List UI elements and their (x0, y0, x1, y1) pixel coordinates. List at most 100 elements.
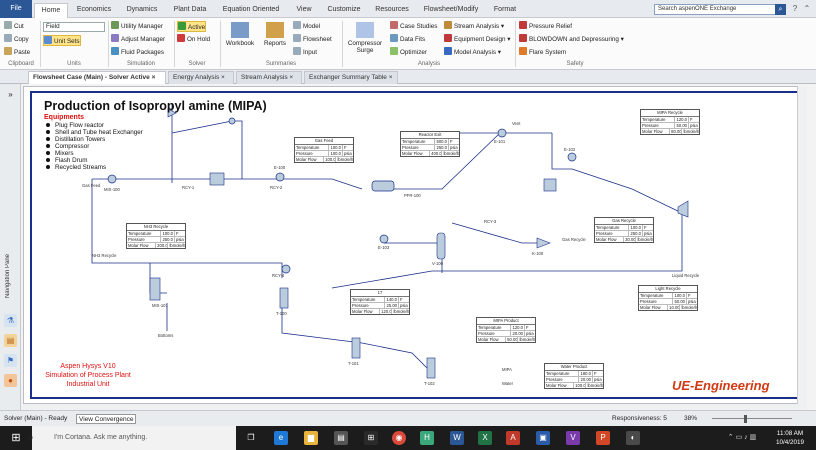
copy-button[interactable]: Copy (4, 34, 29, 45)
tab-file[interactable]: File (0, 0, 32, 18)
responsiveness-value[interactable]: Responsiveness: 5 (612, 415, 667, 422)
navigation-pane-label[interactable]: Navigation Pane (5, 254, 11, 299)
stream-label[interactable]: RCY-4 (272, 273, 285, 278)
solver-on-hold-button[interactable]: On Hold (177, 34, 210, 45)
search-input[interactable]: Search aspenONE Exchange (654, 4, 786, 15)
acrobat-icon[interactable]: A (506, 431, 520, 445)
hysys-icon[interactable]: H (420, 431, 434, 445)
stream-label[interactable]: K-100 (532, 251, 544, 256)
cortana-search-input[interactable]: I'm Cortana. Ask me anything. (32, 426, 236, 450)
tab-stream-analysis[interactable]: Stream Analysis × (236, 71, 302, 84)
system-tray-icons[interactable]: ⌃ ▭ ♪ ▥ (727, 434, 757, 441)
optimizer-button[interactable]: Optimizer (390, 47, 427, 58)
utility-manager-button[interactable]: Utility Manager (111, 21, 163, 32)
stream-label[interactable]: PFR-100 (404, 193, 421, 198)
stream-label[interactable]: E-103 (378, 245, 390, 250)
tab-flowsheet-case[interactable]: Flowsheet Case (Main) - Solver Active × (28, 71, 166, 84)
case-studies-button[interactable]: Case Studies (390, 21, 437, 32)
chrome-icon[interactable]: ◉ (392, 431, 406, 445)
stream-label[interactable]: Liquid Recycle (672, 273, 700, 278)
stream-label[interactable]: T-101 (348, 361, 359, 366)
tab-view[interactable]: View (296, 6, 312, 13)
stream-label[interactable]: E-101 (494, 139, 506, 144)
equipment-design-button[interactable]: Equipment Design ▾ (444, 34, 510, 45)
tab-flowsheet-modify[interactable]: Flowsheet/Modify (423, 6, 479, 13)
task-view-icon[interactable]: ❐ (247, 433, 255, 442)
tab-energy-analysis[interactable]: Energy Analysis × (168, 71, 234, 84)
stream-label[interactable]: T-102 (424, 381, 435, 386)
stream-label[interactable]: Water (502, 381, 514, 386)
stream-label[interactable]: NH3 Recycle (92, 253, 117, 258)
stream-label[interactable]: RCY-3 (484, 219, 497, 224)
stream-label[interactable]: RCY-1 (182, 185, 195, 190)
stream-label[interactable]: T-100 (276, 311, 287, 316)
excel-icon[interactable]: X (478, 431, 492, 445)
stream-label[interactable]: MIX-100 (104, 187, 120, 192)
workbook-button[interactable]: Workbook (223, 22, 257, 47)
stream-label[interactable]: Bottoms (158, 333, 174, 338)
media-icon[interactable]: ◐ (626, 431, 640, 445)
tab-plant-data[interactable]: Plant Data (173, 6, 207, 13)
unit-field-select[interactable]: Field (43, 22, 105, 32)
tab-exchanger-summary[interactable]: Exchanger Summary Table × (304, 71, 398, 84)
simulation-icon[interactable]: ▤ (4, 334, 17, 347)
tab-customize[interactable]: Customize (327, 6, 361, 13)
flare-system-button[interactable]: Flare System (519, 47, 566, 58)
edge-browser-icon[interactable]: e (274, 431, 288, 445)
compressor-surge-button[interactable]: Compressor Surge (345, 22, 385, 54)
fluid-packages-button[interactable]: Fluid Packages (111, 47, 164, 58)
safety-analysis-icon[interactable]: ⚑ (4, 354, 17, 367)
model-summary-button[interactable]: Model (293, 21, 320, 32)
tab-resources[interactable]: Resources (375, 6, 409, 13)
windows-start-icon[interactable]: ⊞ (11, 432, 21, 444)
stream-label[interactable]: RCY-2 (270, 185, 283, 190)
solver-active-button[interactable]: Active (177, 21, 207, 32)
unit-sets-button[interactable]: Unit Sets (43, 35, 81, 46)
ribbon-collapse-icon[interactable]: ⌃ (803, 4, 811, 13)
aspen-icon[interactable]: ▣ (536, 431, 550, 445)
stream-label[interactable]: E-102 (564, 147, 576, 152)
apps-icon[interactable]: ▤ (334, 431, 348, 445)
collapse-arrow-icon[interactable]: » (8, 90, 13, 99)
flowsheet-summary-button[interactable]: Flowsheet (293, 34, 332, 45)
stream-label[interactable]: Gas Recycle (562, 237, 586, 242)
input-summary-button[interactable]: Input (293, 47, 317, 58)
model-analysis-button[interactable]: Model Analysis ▾ (444, 47, 501, 58)
horizontal-scrollbar[interactable] (23, 404, 807, 410)
tab-equation-oriented[interactable]: Equation Oriented (222, 6, 280, 13)
stream-label[interactable]: Gas Feed (82, 183, 101, 188)
view-convergence-button[interactable]: View Convergence (76, 414, 137, 424)
file-explorer-icon[interactable]: ▆ (304, 431, 318, 445)
powerpoint-icon[interactable]: P (596, 431, 610, 445)
stream-label[interactable]: Vent (512, 121, 521, 126)
tab-home[interactable]: Home (34, 3, 68, 18)
stream-label[interactable]: MIPA (502, 367, 512, 372)
data-fits-button[interactable]: Data Fits (390, 34, 425, 45)
stream-analysis-button[interactable]: Stream Analysis ▾ (444, 21, 504, 32)
search-icon[interactable]: ⌕ (775, 4, 786, 15)
stream-label[interactable]: E-100 (274, 165, 286, 170)
tab-economics[interactable]: Economics (76, 6, 112, 13)
blowdown-button[interactable]: BLOWDOWN and Depressuring ▾ (519, 34, 624, 45)
zoom-slider[interactable] (702, 414, 802, 424)
store-icon[interactable]: ⊞ (364, 431, 378, 445)
help-icon[interactable]: ? (792, 4, 798, 13)
cut-button[interactable]: Cut (4, 21, 24, 32)
vertical-scrollbar[interactable] (797, 86, 807, 404)
properties-flask-icon[interactable]: ⚗ (4, 314, 17, 327)
energy-analysis-icon[interactable]: ● (4, 374, 17, 387)
system-clock[interactable]: 11:08 AM 10/4/2019 (770, 429, 810, 447)
pressure-relief-button[interactable]: Pressure Relief (519, 21, 572, 32)
reports-button[interactable]: Reports (260, 22, 290, 47)
flowsheet-canvas[interactable]: Production of Isopropyl amine (MIPA) Equ… (23, 86, 807, 404)
stream-label[interactable]: MIX-101 (152, 303, 168, 308)
paste-button[interactable]: Paste (4, 47, 30, 58)
